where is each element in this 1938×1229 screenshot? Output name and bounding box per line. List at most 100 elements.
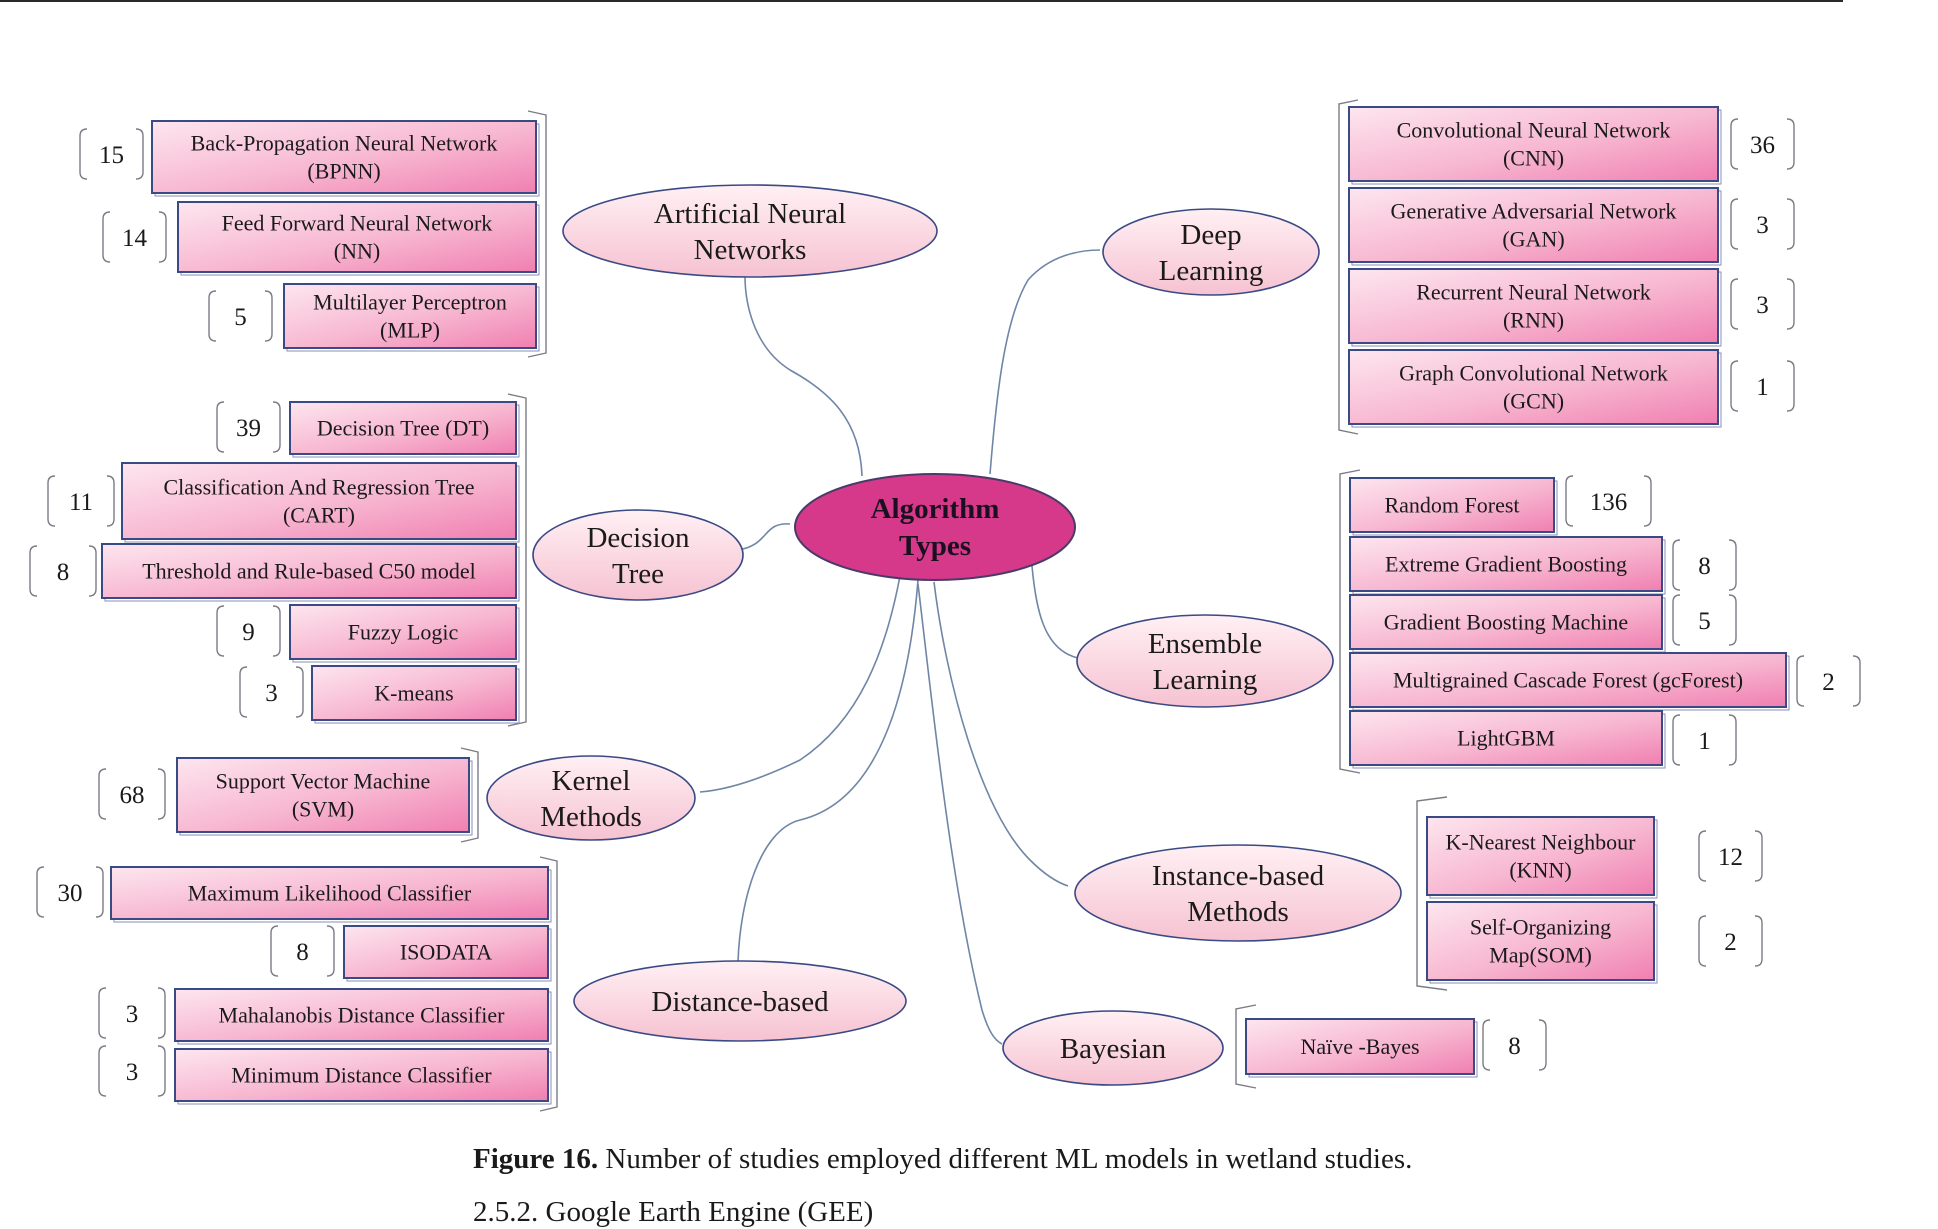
count-bracket-right [295, 666, 304, 718]
category-ellipse-dt [532, 509, 744, 601]
study-count: 2 [1822, 669, 1835, 696]
item-label-line-1: Mahalanobis Distance Classifier [219, 1003, 506, 1028]
item-box [1348, 187, 1719, 263]
study-count: 8 [296, 939, 309, 966]
item-label-line-1: Multigrained Cascade Forest (gcForest) [1393, 668, 1743, 693]
item-box [1349, 652, 1787, 708]
count-bracket-right [326, 925, 335, 977]
count-bracket-right [1786, 360, 1795, 412]
category-ellipse-dl [1102, 208, 1320, 296]
count-bracket-left [29, 545, 38, 597]
caption-text: Number of studies employed different ML … [598, 1143, 1413, 1175]
study-count: 12 [1718, 844, 1743, 871]
item-label-line-1: ISODATA [400, 940, 492, 965]
count-bracket-left [98, 1045, 107, 1097]
algorithm-item: Support Vector Machine(SVM)68 [98, 757, 473, 836]
algorithm-item: Decision Tree (DT)39 [216, 401, 520, 458]
count-bracket-left [216, 401, 225, 453]
center-ellipse [794, 473, 1076, 581]
item-box [1348, 349, 1719, 425]
study-count: 3 [126, 1001, 139, 1028]
algorithm-item: Extreme Gradient Boosting 8 [1349, 536, 1737, 595]
study-count: 1 [1698, 728, 1711, 755]
category-title-dl-line-1: Deep [1180, 219, 1241, 251]
item-box [1349, 536, 1663, 592]
item-box [289, 401, 517, 455]
bracket-kernel [460, 747, 479, 843]
item-label-line-2: (KNN) [1509, 858, 1571, 883]
category-title-ann-line-1: Artificial Neural [654, 198, 846, 230]
count-bracket-left [1672, 539, 1681, 591]
count-bracket-right [88, 545, 97, 597]
study-count: 2 [1724, 929, 1737, 956]
count-bracket-left [1565, 475, 1574, 527]
item-boxes: Back-Propagation Neural Network(BPNN)15F… [29, 106, 1861, 1105]
bracket-bayesian [1235, 1004, 1257, 1089]
category-title-bayesian-line-1: Bayesian [1060, 1033, 1167, 1065]
item-label-line-2: (NN) [334, 239, 380, 264]
figure-caption: Figure 16. Number of studies employed di… [473, 1143, 1412, 1176]
algorithm-item: Graph Convolutional Network(GCN)1 [1348, 349, 1795, 428]
category-ellipse-ensemble [1076, 614, 1334, 708]
item-box [110, 866, 549, 920]
category-ellipses: Artificial NeuralNetworksDecisionTreeKer… [486, 184, 1402, 1086]
count-bracket-left [1730, 198, 1739, 250]
study-count: 14 [122, 225, 148, 252]
count-bracket-left [239, 666, 248, 718]
item-label-line-1: Feed Forward Neural Network [222, 211, 493, 236]
algorithm-item: Recurrent Neural Network(RNN)3 [1348, 268, 1795, 347]
bracket-dt [507, 393, 527, 727]
item-box [151, 120, 537, 194]
algorithm-item: Feed Forward Neural Network (NN) 14 [102, 201, 540, 276]
study-count: 8 [1698, 553, 1711, 580]
count-bracket-left [270, 925, 279, 977]
count-bracket-right [1754, 915, 1763, 967]
algorithm-item: ISODATA 8 [270, 925, 552, 982]
item-box [1348, 106, 1719, 182]
count-bracket-left [36, 866, 45, 918]
connector-kernel [699, 575, 901, 793]
study-count: 5 [1698, 608, 1711, 635]
center-node: Algorithm Types [794, 473, 1076, 581]
category-title-ann-line-2: Networks [694, 234, 807, 266]
connector-ann [744, 275, 863, 477]
algorithm-item: K-Nearest Neighbour (KNN) 12 [1426, 816, 1763, 899]
category-ellipse-instance [1074, 844, 1402, 942]
connectors [699, 249, 1101, 1045]
count-bracket-left [79, 128, 88, 180]
item-label-line-1: K-Nearest Neighbour [1446, 830, 1637, 855]
item-box [176, 757, 470, 833]
study-count: 1 [1756, 374, 1769, 401]
item-label-line-2: (GCN) [1503, 389, 1564, 414]
item-box [283, 283, 537, 349]
category-title-instance-line-1: Instance-based [1152, 860, 1325, 892]
caption-label: Figure 16. [473, 1143, 599, 1175]
category-ellipse-distance [573, 960, 907, 1042]
count-bracket-right [157, 987, 166, 1039]
count-bracket-left [1482, 1019, 1491, 1071]
category-distance: Distance-based [573, 960, 907, 1042]
bracket-dl [1338, 99, 1359, 435]
item-label-line-2: (MLP) [380, 318, 440, 343]
count-bracket-left [1730, 118, 1739, 170]
item-label-line-1: Back-Propagation Neural Network [191, 131, 498, 156]
count-bracket-left [1698, 830, 1707, 882]
study-count: 36 [1750, 132, 1775, 159]
study-count: 3 [265, 680, 278, 707]
count-bracket-left [1672, 714, 1681, 766]
count-bracket-right [1728, 594, 1737, 646]
item-label-line-1: Multilayer Perceptron [313, 290, 507, 315]
category-title-dt-line-2: Tree [612, 558, 664, 590]
count-bracket-right [1643, 475, 1652, 527]
item-box [1426, 816, 1655, 896]
item-label-line-1: Extreme Gradient Boosting [1385, 552, 1627, 577]
